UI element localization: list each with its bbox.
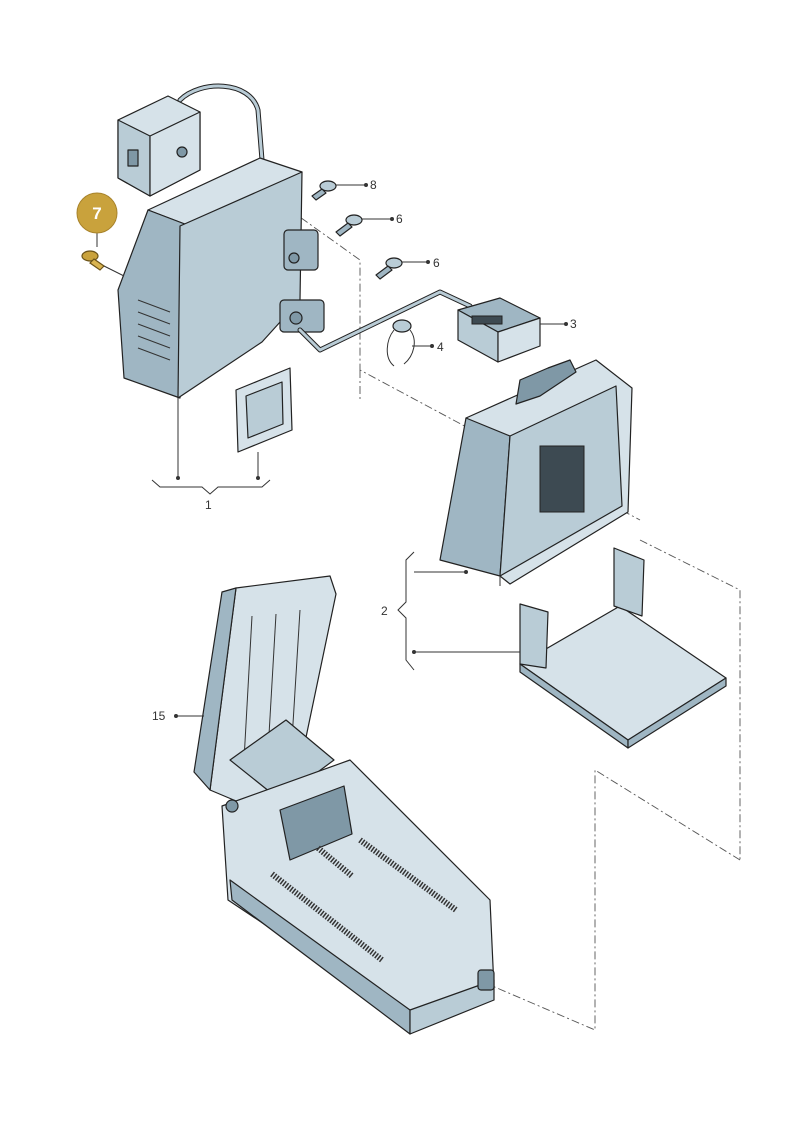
screw-7-highlighted: [81, 250, 125, 277]
gasket: [235, 367, 293, 453]
armrest-assembly: [193, 575, 495, 1035]
callout-label-6-lower: 6: [433, 256, 440, 270]
callout-label-3: 3: [570, 317, 577, 331]
vent-slots: [137, 299, 171, 361]
screw-6-upper: [335, 214, 394, 237]
callout-7-highlight: 7: [76, 192, 118, 247]
storage-tray-lid: [519, 547, 727, 749]
callout-label-6-upper: 6: [396, 212, 403, 226]
switch-3: [457, 297, 568, 363]
callout-15: 15: [152, 709, 204, 723]
callout-label-7: 7: [92, 204, 101, 223]
callout-label-4: 4: [437, 340, 444, 354]
callout-2: 2: [381, 551, 520, 671]
callout-label-2: 2: [381, 604, 388, 618]
callout-label-8: 8: [370, 178, 377, 192]
control-unit-assembly: [117, 83, 473, 453]
connector-box: [117, 95, 201, 197]
callout-label-15: 15: [152, 709, 166, 723]
control-unit-housing: [117, 157, 325, 399]
callout-1: 1: [151, 398, 271, 512]
storage-tray-housing: [439, 359, 633, 586]
clip-4: [386, 319, 434, 367]
highlight-badge: [76, 192, 118, 234]
callout-label-1: 1: [205, 498, 212, 512]
screw-6-lower: [375, 257, 430, 280]
screw-8: [311, 180, 368, 201]
